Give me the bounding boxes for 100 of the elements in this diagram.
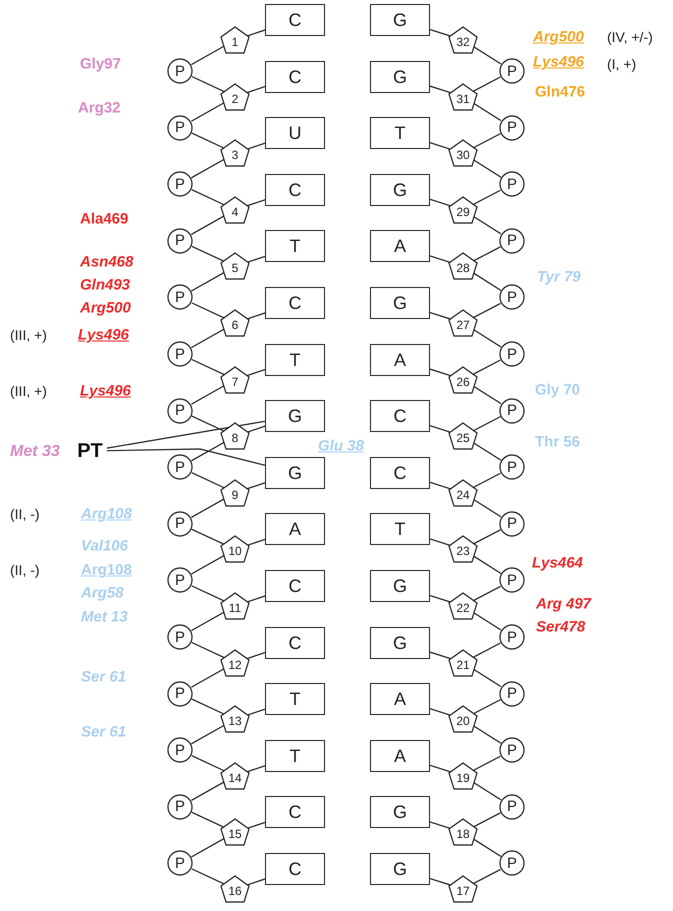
base-letter: T <box>290 350 300 369</box>
backbone-line <box>472 328 502 348</box>
protein-label: PT <box>77 441 103 461</box>
backbone-line <box>246 199 266 207</box>
phosphate-label: P <box>174 403 185 418</box>
backbone-line <box>430 312 452 320</box>
base-box <box>265 853 325 885</box>
base-box <box>265 287 325 319</box>
backbone-line <box>473 868 501 884</box>
nucleotide-number: 19 <box>456 772 470 784</box>
backbone-line <box>473 812 501 828</box>
base-letter: G <box>288 407 302 426</box>
nucleotide-number: 1 <box>232 36 238 48</box>
residue-label: Asn468 <box>80 254 134 270</box>
residue-label: Arg 497 <box>536 596 592 612</box>
backbone-line <box>246 256 266 264</box>
interaction-note: (IV, +/-) <box>607 30 653 44</box>
nucleotide-number: 18 <box>456 828 470 840</box>
backbone-line <box>246 878 266 886</box>
backbone-line <box>191 328 225 348</box>
backbone-line <box>246 426 266 433</box>
backbone-line <box>191 384 225 405</box>
backbone-line <box>472 102 502 122</box>
base-letter: T <box>394 124 406 142</box>
backbone-line <box>472 668 502 688</box>
backbone-line <box>246 29 266 37</box>
base-letter: A <box>394 237 406 256</box>
base-letter: C <box>288 11 302 29</box>
base-box <box>370 174 430 206</box>
base-letter: G <box>392 634 407 652</box>
base-box <box>370 456 430 489</box>
backbone-line <box>472 46 502 65</box>
backbone-line <box>430 652 452 660</box>
backbone-line <box>473 756 501 771</box>
backbone-line <box>246 595 266 603</box>
backbone-line <box>473 642 501 658</box>
backbone-line <box>191 215 225 235</box>
backbone-line <box>430 821 452 830</box>
phosphate-label: P <box>174 64 185 78</box>
base-box <box>265 683 325 716</box>
backbone-line <box>473 190 501 205</box>
base-letter: G <box>392 294 407 312</box>
residue-label: Lys496 <box>80 384 131 398</box>
base-box <box>370 796 430 828</box>
backbone-line <box>192 358 224 376</box>
residue-label: Lys496 <box>533 54 584 70</box>
residue-label: Ser 61 <box>81 670 126 684</box>
nucleotide-number: 7 <box>232 376 238 388</box>
backbone-line <box>192 302 224 318</box>
backbone-line <box>246 765 266 773</box>
interaction-note: (III, +) <box>10 328 47 342</box>
nucleotide-number: 9 <box>232 488 238 501</box>
phosphate-label: P <box>174 856 185 871</box>
phosphate-label: P <box>506 516 517 532</box>
phosphate-label: P <box>174 176 185 192</box>
nucleotide-number: 27 <box>456 319 470 331</box>
residue-label: Gln476 <box>535 84 586 100</box>
backbone-line <box>473 529 501 544</box>
base-box <box>370 853 430 885</box>
backbone-line <box>472 216 502 234</box>
backbone-line <box>192 416 224 432</box>
residue-label: Thr 56 <box>535 434 580 450</box>
backbone-line <box>430 28 452 37</box>
backbone-line <box>473 416 501 432</box>
nucleotide-number: 17 <box>456 885 470 897</box>
phosphate-label: P <box>174 572 185 588</box>
backbone-line <box>473 359 501 375</box>
backbone-line <box>191 102 225 122</box>
backbone-line <box>192 812 224 828</box>
nucleotide-number: 4 <box>232 206 238 218</box>
backbone-line <box>473 699 501 714</box>
backbone-line <box>192 642 224 658</box>
nucleotide-number: 12 <box>228 658 242 671</box>
backbone-line <box>191 838 225 858</box>
backbone-line <box>473 246 501 262</box>
phosphate-label: P <box>506 799 517 814</box>
base-letter: G <box>392 68 407 86</box>
backbone-line <box>472 159 502 178</box>
backbone-line <box>430 538 452 546</box>
base-box <box>265 4 325 36</box>
phosphate-label: P <box>506 120 517 136</box>
base-letter: C <box>288 803 302 822</box>
base-letter: C <box>288 577 302 595</box>
phosphate-label: P <box>506 630 517 644</box>
backbone-line <box>472 725 502 744</box>
base-letter: C <box>288 180 302 199</box>
backbone-line <box>191 611 225 632</box>
base-box <box>370 740 430 772</box>
backbone-line <box>430 708 452 716</box>
base-box <box>265 400 325 432</box>
base-letter: A <box>394 746 406 765</box>
phosphate-label: P <box>506 403 517 418</box>
base-box <box>370 117 430 150</box>
backbone-line <box>191 554 225 575</box>
backbone-line <box>473 586 501 601</box>
nucleotide-number: 31 <box>456 92 470 105</box>
base-letter: C <box>288 634 302 652</box>
interaction-note: (I, +) <box>607 57 636 71</box>
phosphate-label: P <box>174 686 185 702</box>
base-box <box>370 60 430 93</box>
